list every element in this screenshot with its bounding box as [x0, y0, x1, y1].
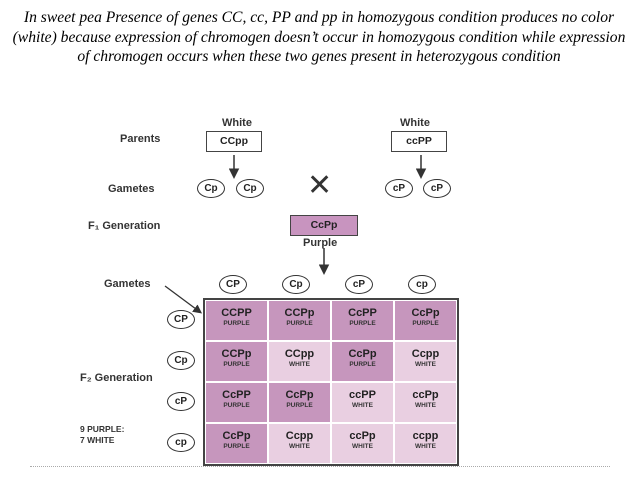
parents-label: Parents [120, 133, 161, 145]
cell-phenotype: WHITE [352, 443, 373, 450]
cell-genotype: ccPP [349, 389, 376, 401]
cell-phenotype: WHITE [289, 361, 310, 368]
f1-genotype-box: CcPp [290, 215, 358, 236]
row-gamete-3: cP [167, 392, 195, 411]
cell-phenotype: WHITE [415, 443, 436, 450]
cell-genotype: CcPp [348, 348, 377, 360]
cell-phenotype: PURPLE [223, 402, 250, 409]
cell-phenotype: PURPLE [223, 361, 250, 368]
f2-generation-label: F₂ Generation [80, 372, 153, 384]
cell-phenotype: PURPLE [349, 320, 376, 327]
column-gamete-4: cp [408, 275, 436, 294]
cell-genotype: ccPp [412, 389, 439, 401]
gametes-label: Gametes [108, 183, 155, 195]
cell-phenotype: WHITE [352, 402, 373, 409]
cell-genotype: CCpp [284, 348, 315, 360]
row-gamete-1: CP [167, 310, 195, 329]
cell-genotype: CcPp [411, 307, 440, 319]
ratio-purple: 9 PURPLE: [80, 424, 125, 434]
cell-phenotype: PURPLE [412, 320, 439, 327]
ratio-white: 7 WHITE [80, 435, 115, 445]
row-gamete-4: cp [167, 433, 195, 452]
parent-left-genotype-box: CCpp [206, 131, 262, 152]
cell-genotype: CcPp [222, 430, 251, 442]
cross-icon: ✕ [307, 169, 333, 202]
cell-genotype: Ccpp [411, 348, 440, 360]
gamete-left-1: Cp [197, 179, 225, 198]
row-gamete-2: Cp [167, 351, 195, 370]
column-gamete-3: cP [345, 275, 373, 294]
cell-phenotype: PURPLE [286, 402, 313, 409]
parent-left-phenotype: White [222, 117, 252, 129]
caption-text: In sweet pea Presence of genes CC, cc, P… [12, 9, 626, 65]
cell-phenotype: PURPLE [223, 320, 250, 327]
f2-gametes-label: Gametes [104, 278, 151, 290]
gamete-right-2: cP [423, 179, 451, 198]
gamete-right-1: cP [385, 179, 413, 198]
gametes-pointer-arrow [164, 285, 203, 314]
cell-genotype: CCPp [284, 307, 315, 319]
cell-genotype: CcPP [348, 307, 377, 319]
column-gamete-2: Cp [282, 275, 310, 294]
cell-genotype: CcPP [222, 389, 251, 401]
gamete-left-2: Cp [236, 179, 264, 198]
cell-phenotype: WHITE [415, 361, 436, 368]
f1-phenotype: Purple [303, 237, 338, 249]
f1-generation-label: F₁ Generation [88, 220, 161, 232]
cell-genotype: CcPp [285, 389, 314, 401]
cell-phenotype: WHITE [289, 443, 310, 450]
parent-right-genotype-box: ccPP [391, 131, 447, 152]
cell-genotype: CCPP [221, 307, 252, 319]
cell-genotype: CCPp [221, 348, 252, 360]
parent-right-phenotype: White [400, 117, 430, 129]
cell-genotype: ccpp [412, 430, 439, 442]
cell-phenotype: WHITE [415, 402, 436, 409]
page-bottom-rule [30, 466, 610, 469]
cell-genotype: ccPp [349, 430, 376, 442]
cell-phenotype: PURPLE [349, 361, 376, 368]
cell-phenotype: PURPLE [223, 443, 250, 450]
cell-phenotype: PURPLE [286, 320, 313, 327]
cell-genotype: Ccpp [285, 430, 314, 442]
column-gamete-1: CP [219, 275, 247, 294]
